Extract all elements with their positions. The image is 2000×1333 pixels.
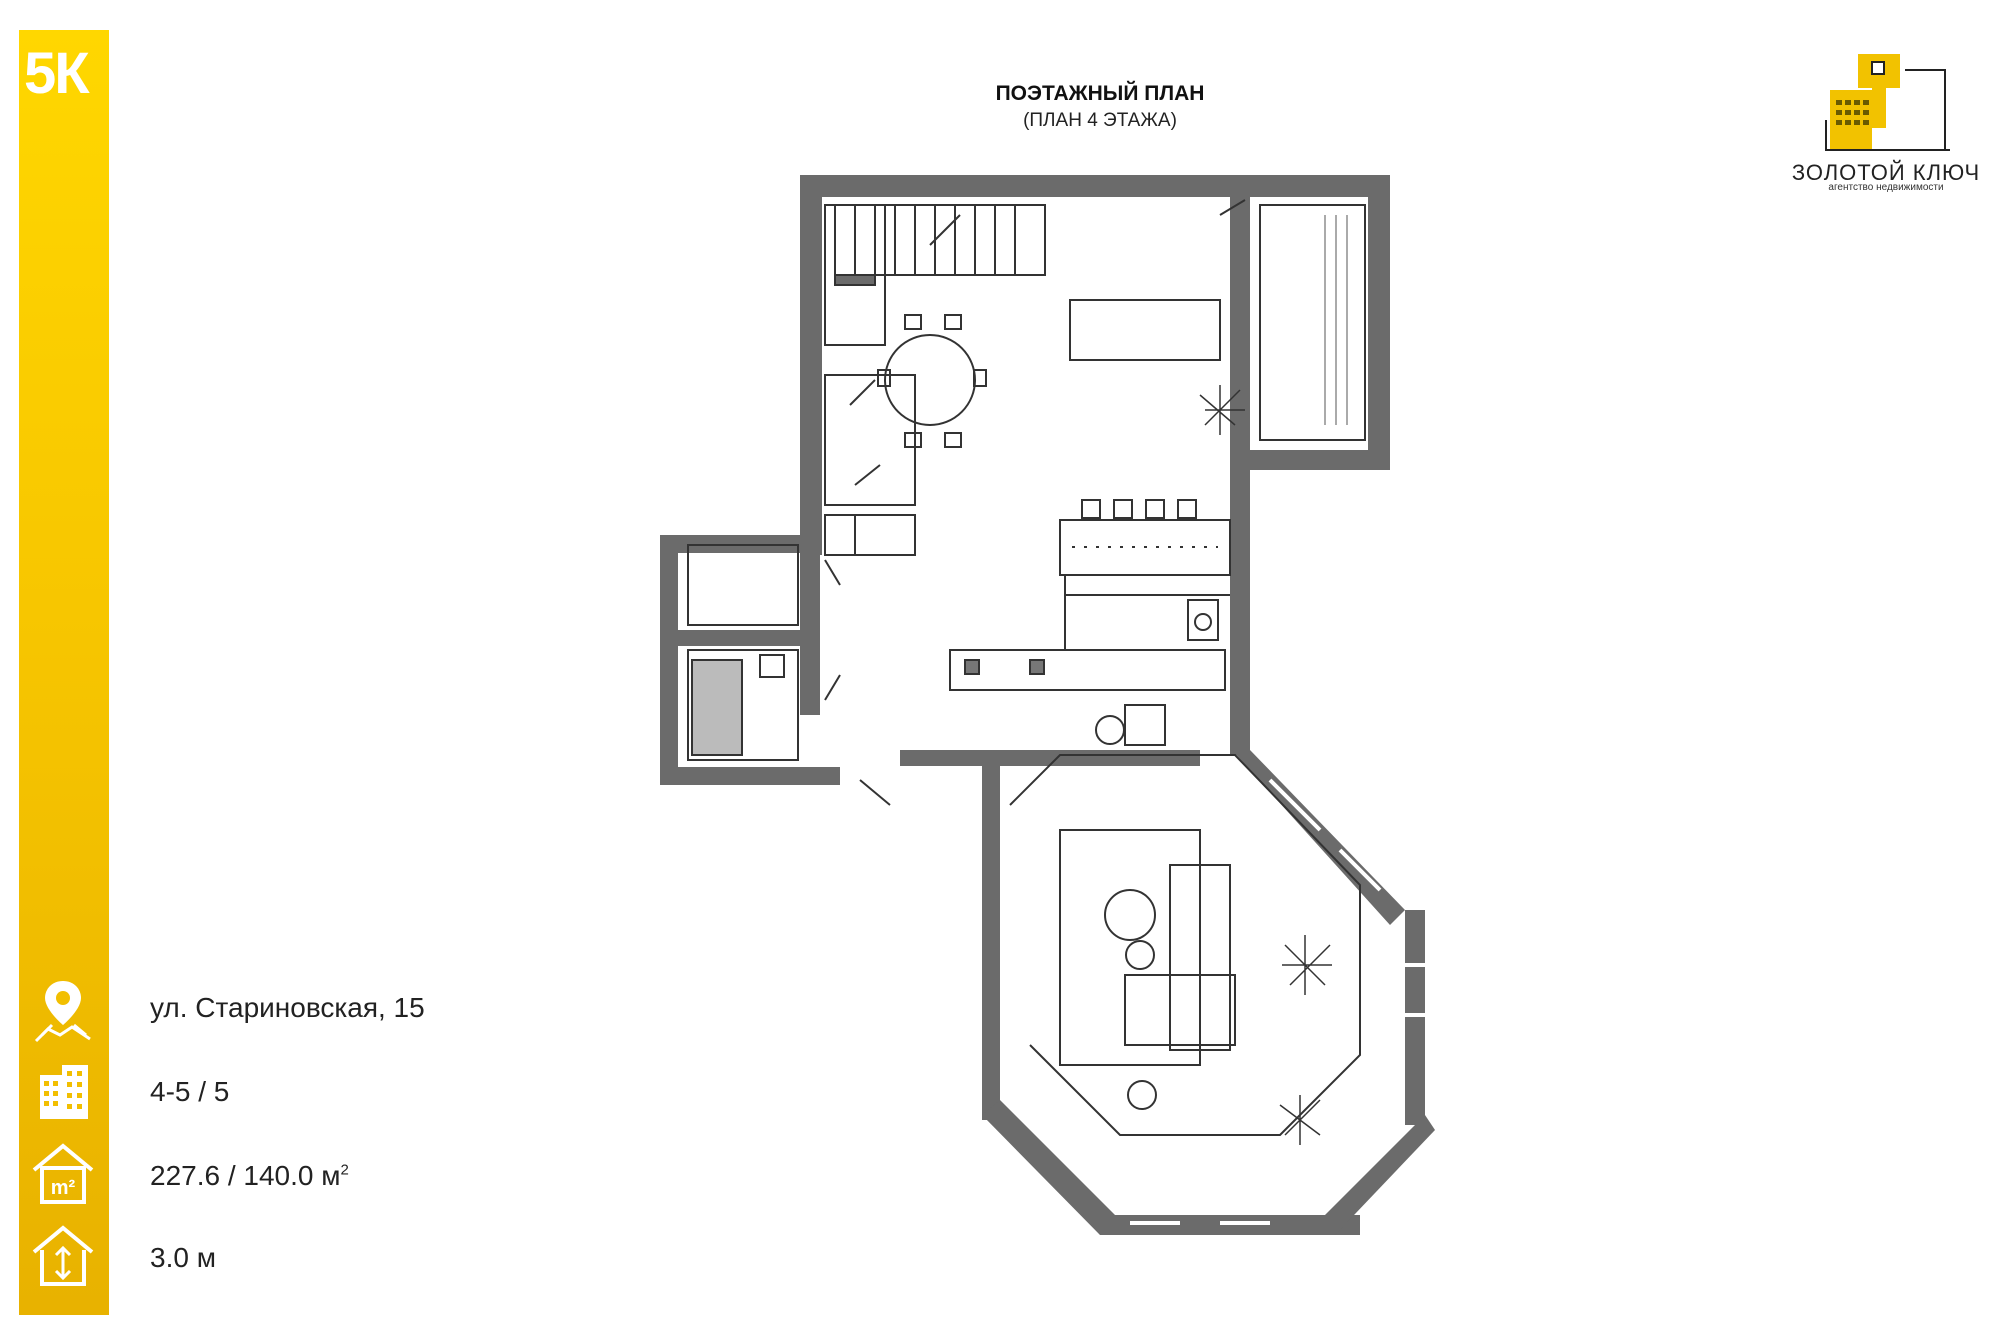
floor-plan-drawing: [660, 175, 1435, 1235]
plan-title: ПОЭТАЖНЫЙ ПЛАН: [995, 82, 1205, 105]
room-count-label: 5К: [24, 41, 90, 106]
building-icon: [40, 1065, 88, 1119]
plan-walls: [660, 175, 1435, 1235]
plan-interior: [687, 199, 1425, 1225]
area-text: 227.6 / 140.0 м2: [150, 1160, 349, 1192]
plan-subtitle: (ПЛАН 4 ЭТАЖА): [1023, 110, 1177, 131]
logo-tagline: агентство недвижимости: [1828, 182, 1944, 193]
floor-text: 4-5 / 5: [150, 1076, 230, 1107]
house-area-icon: m²: [32, 1143, 94, 1204]
address-text: ул. Стариновская, 15: [150, 992, 425, 1023]
area-value: 227.6 / 140.0 м: [150, 1160, 341, 1191]
location-pin-icon: [34, 981, 91, 1043]
area-unit-sup: 2: [340, 1161, 349, 1179]
ceiling-height-icon: [32, 1225, 94, 1286]
company-logo: [1825, 54, 1950, 151]
svg-text:m²: m²: [51, 1177, 76, 1199]
ceiling-height-text: 3.0 м: [150, 1242, 216, 1273]
logo-name: ЗОЛОТОЙ КЛЮЧ: [1791, 160, 1981, 185]
